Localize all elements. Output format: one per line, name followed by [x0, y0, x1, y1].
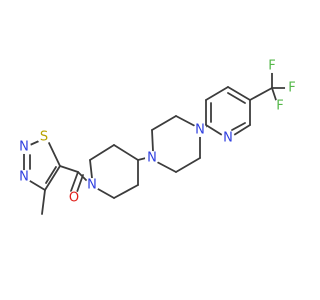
bond-s1-n2: [29, 140, 40, 146]
atom-label: F: [276, 99, 283, 114]
atom-background: [273, 99, 287, 113]
bond-carbonyl-o-double: [76, 174, 84, 193]
bond-c4-c5-double: [45, 166, 57, 184]
atom-background: [37, 130, 51, 144]
bond-pz-n1-a: [151, 129, 154, 152]
atom-carbonyl-O: O: [67, 191, 81, 206]
bond-c5-s1: [48, 142, 61, 167]
bond-py-d-cf3: [249, 87, 273, 101]
bond-cf3-f3: [271, 87, 277, 101]
bond-pz-b-n4: [175, 115, 196, 127]
bond-pip-d-e: [113, 184, 139, 199]
atom-background: [221, 131, 235, 145]
bond-pip-b-c: [113, 144, 139, 161]
atom-piperidine-N: N: [85, 178, 99, 193]
atom-background: [85, 178, 99, 192]
bond-pip-a-b: [89, 144, 115, 161]
bond-carbonyl-o: [70, 171, 79, 192]
bond-carbonyl-piperidine-n: [77, 171, 88, 182]
bond-c4-methyl: [41, 189, 46, 215]
atom-background: [17, 170, 31, 184]
atom-label: N: [147, 151, 157, 166]
atom-label: N: [87, 178, 97, 193]
atom-piperazine-N4: N: [193, 123, 207, 138]
atom-label: F: [268, 59, 275, 74]
atom-piperazine-N1: N: [145, 151, 159, 166]
atom-fluorine-3: F: [273, 99, 287, 114]
bond-py-b-c: [205, 86, 229, 101]
bond-py-e-n: [233, 124, 251, 136]
atom-label: O: [69, 191, 79, 206]
atom-fluorine-2: F: [285, 81, 299, 96]
atom-label: N: [19, 170, 29, 185]
atom-label: F: [288, 81, 295, 96]
atom-label: N: [223, 131, 233, 146]
bond-pz-c-d: [175, 157, 201, 173]
atom-thiadiazole-S: S: [37, 130, 51, 145]
atom-background: [193, 123, 207, 137]
bond-pip-n-a: [89, 159, 93, 179]
atom-label: N: [195, 123, 205, 138]
atom-label: S: [40, 130, 48, 145]
atom-thiadiazole-N2: N: [17, 140, 31, 155]
bond-c5-carbonyl: [59, 165, 79, 173]
bond-c4-c5: [44, 165, 61, 191]
bond-py-n-a: [205, 124, 223, 136]
atom-background: [285, 81, 299, 95]
bond-n3-c4: [29, 180, 46, 191]
bond-pz-d-n1: [156, 161, 177, 173]
bond-pip-c-piperazine: [137, 157, 147, 161]
bond-pz-a-b: [151, 115, 177, 131]
bond-py-c-d: [227, 86, 251, 101]
atom-background: [145, 151, 159, 165]
bond-pip-e-n: [97, 188, 115, 199]
bond-py-e-n-double: [231, 122, 246, 131]
bonds-extra: [23, 71, 288, 215]
atom-thiadiazole-N3: N: [17, 170, 31, 185]
atom-background: [67, 191, 81, 205]
atom-label: N: [19, 140, 29, 155]
atom-background: [17, 140, 31, 154]
bond-py-c-d-double: [227, 92, 246, 104]
atom-background: [265, 59, 279, 73]
atom-pyridine-N: N: [221, 131, 235, 146]
atom-fluorine-1: F: [265, 59, 279, 74]
